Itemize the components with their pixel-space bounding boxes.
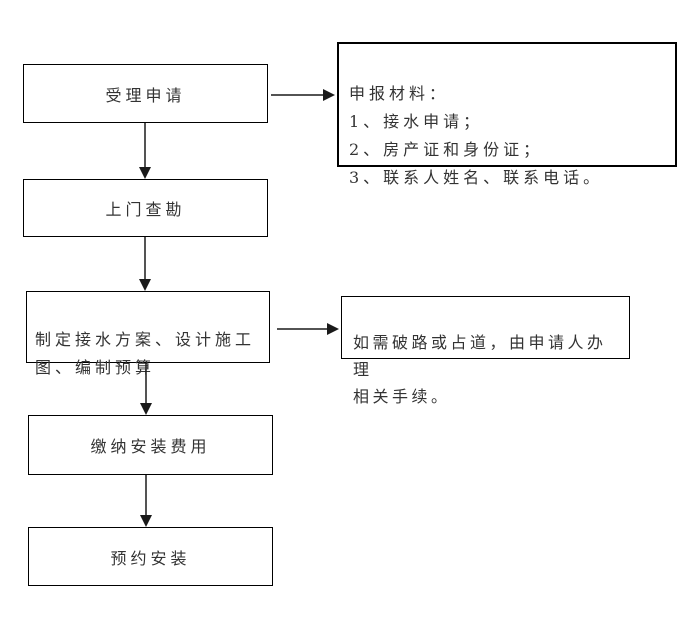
step-accept-application-label: 受理申请 [105, 85, 186, 105]
step-site-survey-label: 上门查勘 [105, 200, 186, 219]
step-site-survey: 上门查勘 [23, 179, 268, 237]
arrow-step3-to-road-note [277, 323, 339, 335]
arrow-step1-to-step2 [139, 123, 151, 179]
step-schedule-installation: 预约安装 [28, 527, 273, 586]
step-pay-installation-fee: 缴纳安装费用 [28, 415, 273, 475]
arrow-step3-to-step4 [140, 363, 152, 415]
step-schedule-installation-label: 预约安装 [110, 548, 191, 568]
note-application-materials: 申报材料： 1、接水申请； 2、房产证和身份证； 3、联系人姓名、联系电话。 [337, 42, 677, 187]
step-accept-application: 受理申请 [23, 64, 268, 123]
arrow-step2-to-step3 [139, 237, 151, 291]
arrow-step1-to-materials-note [271, 89, 335, 101]
note-application-materials-text: 申报材料： 1、接水申请； 2、房产证和身份证； 3、联系人姓名、联系电话。 [349, 84, 604, 187]
note-road-work-text: 如需破路或占道，由申请人办理 相关手续。 [353, 333, 607, 406]
note-road-work: 如需破路或占道，由申请人办理 相关手续。 [341, 296, 630, 406]
step-pay-installation-fee-label: 缴纳安装费用 [90, 437, 211, 456]
step-plan-and-budget: 制定接水方案、设计施工 图、编制预算 [26, 291, 270, 377]
step-plan-and-budget-label: 制定接水方案、设计施工 图、编制预算 [35, 330, 256, 377]
arrow-step4-to-step5 [140, 475, 152, 527]
